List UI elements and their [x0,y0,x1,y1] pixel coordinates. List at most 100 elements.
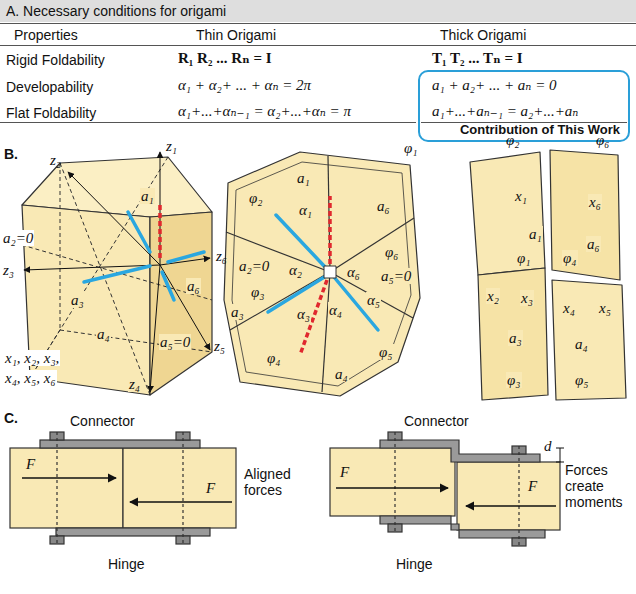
figure-label: a₂=0 [2,230,34,246]
figure-label: x₃ [520,290,534,306]
axis-arrow [68,172,160,265]
table-cell: T₁ T₂ ... Tₙ = I [432,50,523,66]
hidden-edge [60,330,212,352]
offset-dimension [556,448,564,462]
force-arrow [22,478,232,502]
figure-label: φ₄ [562,250,578,266]
table-cell: Thin Origami [196,27,276,43]
valley-fold [268,215,378,330]
joint-label: d [544,438,552,454]
aligned-hinge-joint [123,448,236,528]
figure-label: φ₁ [404,140,418,156]
figure-label: a₆ [186,278,201,294]
figure-label: x₅ [598,300,612,316]
joint-label: Hinge [108,556,145,572]
table-rule [0,45,636,46]
valley-fold [84,266,150,282]
figure-label: a₄ [334,366,349,382]
figure-label: φ₆ [596,132,610,148]
offset-hinge-joint [380,440,540,462]
mountain-fold [328,196,332,264]
figure-label: α₆ [346,264,361,280]
valley-fold [84,212,204,300]
figure-label: a₁ [140,188,155,204]
figure-label: x₆ [588,194,602,210]
joint-label: Connector [70,413,135,429]
joint-label: Forces create moments [565,462,633,510]
figure-label: φ₂ [248,190,264,206]
figure-label: z₂ [50,152,61,168]
table-cell: Rigid Foldability [6,52,105,68]
node-text: Contribution of This Work [460,122,620,138]
aligned-hinge-joint [56,528,210,536]
aligned-hinge-joint [10,448,123,528]
joint-label: F [340,464,349,480]
joint-label: Connector [404,413,469,429]
table-cell: a₁+...+aₙ₋₁ = a₂+...+aₙ [432,103,578,119]
figure-label: φ₆ [384,244,400,260]
figure-label: a₃ [508,330,523,346]
joint-label: F [206,480,215,496]
flat-folded-stack [470,150,626,400]
figure-label: φ₃ [250,284,266,300]
figure-label: a₃ [70,292,85,308]
figure-label: x₂ [486,288,500,304]
table-rule [0,24,636,123]
node-text: A. Necessary conditions for origami [6,3,226,19]
figure-label: φ₁ [516,250,532,266]
figure-label: z₄ [128,376,141,392]
offset-hinge-joint [457,462,560,530]
valley-fold [128,212,150,252]
thick-vertex-folded [224,152,420,396]
table-cell: Flat Foldability [6,105,96,121]
figure-label: x₄, x₅, x₆ [4,370,57,386]
vertex-hole [324,266,336,278]
figure-label: z₁ [166,138,177,154]
figure-label: α₄ [328,302,343,318]
figure-label: a₆ [376,198,391,214]
table-cell: Developability [6,79,93,95]
bolt-line [57,432,183,544]
joint-label: F [26,456,35,472]
aligned-hinge-joint [40,440,200,448]
figure-label: φ₂ [506,132,520,148]
force-arrow [130,501,232,502]
panel-letter: B. [4,146,18,162]
valley-fold [162,272,174,300]
mountain-fold [158,205,162,258]
flat-folded-stack [552,280,626,400]
panel-edge [330,218,414,272]
table-cell: Thick Origami [440,27,526,43]
figure-label: x₄ [562,300,576,316]
table-cell: R₁ R₂ ... Rₙ = I [178,50,272,66]
figure-label: a₅=0 [380,268,412,284]
figure-label: a₄ [96,326,111,342]
offset-dimension [556,448,564,449]
axis-arrow [160,265,210,350]
figure-label: x₁ [514,188,528,204]
aligned-hinge-joint [10,432,236,544]
offset-hinge-joint [330,432,564,546]
bolt-line [182,432,183,544]
thick-vertex-prism [22,205,150,395]
hidden-edge [60,163,61,330]
bolt-line [395,432,519,546]
panel-edge [226,156,414,392]
joint-label: F [528,478,537,494]
bolt-line [394,432,395,532]
figure-label: φ₅ [574,372,590,388]
figure-label: α₅ [366,292,381,308]
force-arrow [336,487,448,488]
hidden-edge [60,163,150,395]
table-cell: a₁ + a₂+ ... + aₙ = 0 [432,77,557,93]
bolt-line [56,432,57,544]
panel-edge [230,272,330,330]
thick-vertex-folded [224,152,420,396]
axis-arrow [150,265,160,392]
figure-label: a₅=0 [159,334,191,350]
hidden-edge [22,245,212,300]
force-arrow [22,477,116,478]
figure-label: α₂ [288,262,303,278]
force-arrow [466,505,556,506]
figure-label: z₆ [216,248,227,264]
